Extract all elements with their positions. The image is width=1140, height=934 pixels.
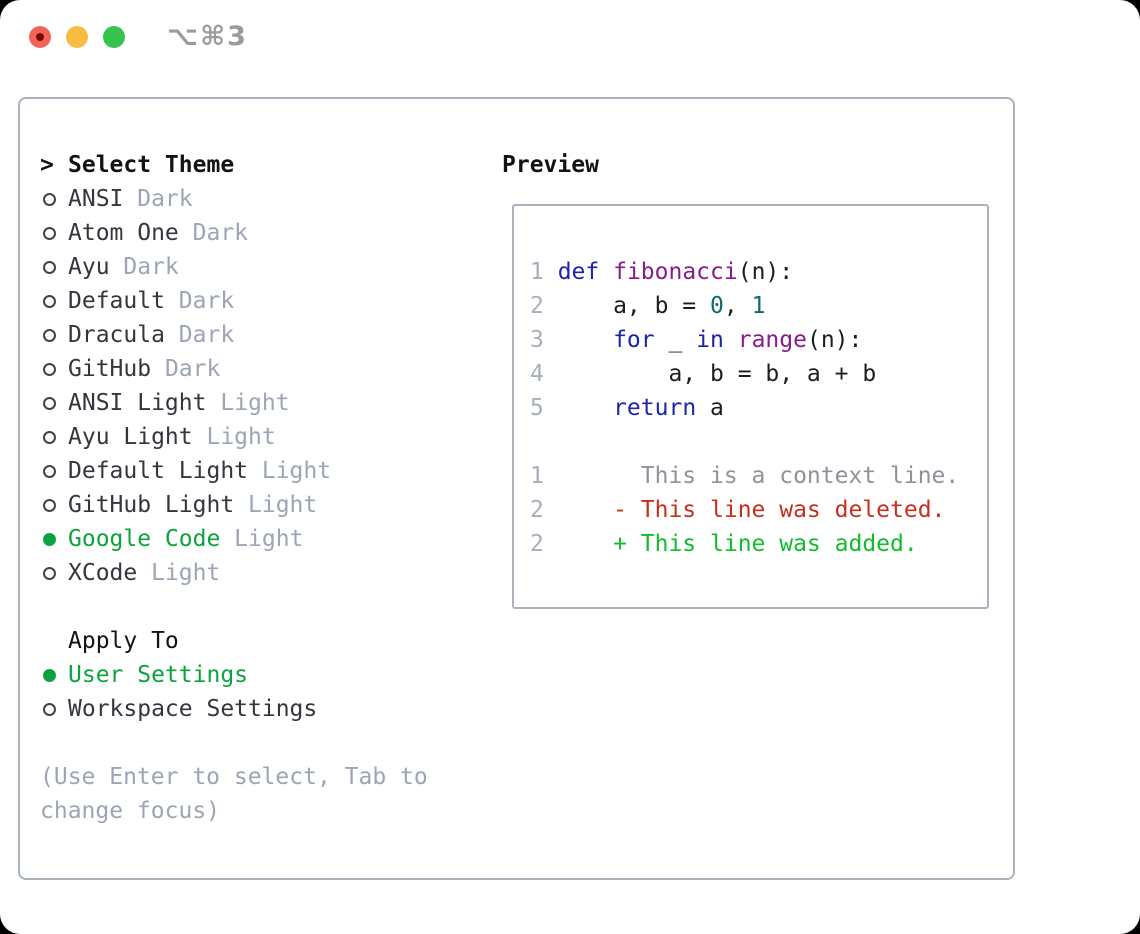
radio-icon bbox=[43, 430, 56, 444]
minimize-button[interactable] bbox=[66, 26, 88, 48]
theme-variant: Light bbox=[192, 424, 276, 450]
code-line: 5 return a bbox=[530, 391, 987, 425]
theme-name: Atom One bbox=[68, 220, 179, 246]
theme-variant: Light bbox=[234, 492, 318, 518]
radio-icon bbox=[43, 464, 56, 478]
theme-option-default-light[interactable]: Default Light Light bbox=[40, 454, 490, 488]
theme-name: Default bbox=[68, 288, 165, 314]
theme-option-default[interactable]: Default Dark bbox=[40, 284, 490, 318]
apply-option-user-settings[interactable]: User Settings bbox=[40, 658, 490, 692]
theme-option-ayu-light[interactable]: Ayu Light Light bbox=[40, 420, 490, 454]
apply-option-name: Workspace Settings bbox=[68, 696, 318, 722]
radio-selected-icon bbox=[43, 668, 56, 682]
line-number: 2 bbox=[530, 531, 544, 557]
theme-name: Ayu Light bbox=[68, 424, 193, 450]
code-line bbox=[530, 425, 987, 459]
theme-option-atom-one[interactable]: Atom One Dark bbox=[40, 216, 490, 250]
theme-variant: Dark bbox=[164, 322, 235, 348]
theme-variant: Dark bbox=[164, 288, 235, 314]
theme-option-google-code[interactable]: Google Code Light bbox=[40, 522, 490, 556]
theme-name: ANSI bbox=[68, 186, 124, 212]
line-number: 3 bbox=[530, 327, 544, 353]
line-number: 4 bbox=[530, 361, 544, 387]
code-line: 4 a, b = b, a + b bbox=[530, 357, 987, 391]
close-button[interactable] bbox=[29, 26, 51, 48]
radio-icon bbox=[43, 260, 56, 274]
line-number: 2 bbox=[530, 497, 544, 523]
radio-icon bbox=[43, 498, 56, 512]
line-number: 1 bbox=[530, 463, 544, 489]
hint-text: (Use Enter to select, Tab to change focu… bbox=[40, 764, 428, 824]
line-number: 2 bbox=[530, 293, 544, 319]
theme-name: Default Light bbox=[68, 458, 249, 484]
theme-variant: Light bbox=[220, 526, 304, 552]
apply-option-workspace-settings[interactable]: Workspace Settings bbox=[40, 692, 490, 726]
theme-name: XCode bbox=[68, 560, 138, 586]
code-line: 2 - This line was deleted. bbox=[530, 493, 987, 527]
preview-title: Preview bbox=[502, 152, 599, 178]
line-number: 5 bbox=[530, 395, 544, 421]
theme-name: Dracula bbox=[68, 322, 165, 348]
code-line: 3 for _ in range(n): bbox=[530, 323, 987, 357]
code-line: 2 + This line was added. bbox=[530, 527, 987, 561]
theme-variant: Dark bbox=[109, 254, 179, 280]
theme-variant: Dark bbox=[151, 356, 221, 382]
theme-variant: Light bbox=[248, 458, 332, 484]
radio-icon bbox=[43, 328, 56, 342]
prompt-icon: > bbox=[40, 152, 54, 178]
spacer bbox=[40, 590, 490, 624]
radio-icon bbox=[43, 396, 56, 410]
window-title: ⌥⌘3 bbox=[167, 21, 248, 52]
theme-option-ayu[interactable]: Ayu Dark bbox=[40, 250, 490, 284]
theme-option-github-light[interactable]: GitHub Light Light bbox=[40, 488, 490, 522]
select-theme-title: Select Theme bbox=[68, 152, 235, 178]
theme-name: GitHub bbox=[68, 356, 152, 382]
select-theme-header: > Select Theme bbox=[40, 148, 490, 182]
theme-option-xcode[interactable]: XCode Light bbox=[40, 556, 490, 590]
theme-option-github[interactable]: GitHub Dark bbox=[40, 352, 490, 386]
theme-variant: Light bbox=[137, 560, 221, 586]
radio-icon bbox=[43, 702, 56, 716]
theme-option-ansi-light[interactable]: ANSI Light Light bbox=[40, 386, 490, 420]
radio-selected-icon bbox=[43, 532, 56, 546]
apply-to-header: Apply To bbox=[40, 624, 490, 658]
radio-icon bbox=[43, 294, 56, 308]
radio-icon bbox=[43, 566, 56, 580]
theme-name: ANSI Light bbox=[68, 390, 207, 416]
apply-to-title: Apply To bbox=[68, 628, 179, 654]
maximize-button[interactable] bbox=[103, 26, 125, 48]
code-line: 2 a, b = 0, 1 bbox=[530, 289, 987, 323]
line-number: 1 bbox=[530, 259, 544, 285]
theme-variant: Light bbox=[206, 390, 290, 416]
theme-name: Ayu bbox=[68, 254, 110, 280]
theme-name: GitHub Light bbox=[68, 492, 235, 518]
theme-variant: Dark bbox=[178, 220, 249, 246]
theme-option-dracula[interactable]: Dracula Dark bbox=[40, 318, 490, 352]
radio-icon bbox=[43, 192, 56, 206]
radio-icon bbox=[43, 226, 56, 240]
close-dot-icon bbox=[36, 33, 44, 41]
apply-option-name: User Settings bbox=[68, 662, 249, 688]
theme-option-ansi[interactable]: ANSI Dark bbox=[40, 182, 490, 216]
titlebar: ⌥⌘3 bbox=[0, 0, 1140, 75]
code-line: 1 This is a context line. bbox=[530, 459, 987, 493]
radio-icon bbox=[43, 362, 56, 376]
spacer bbox=[40, 726, 490, 760]
theme-variant: Dark bbox=[123, 186, 193, 212]
theme-name: Google Code bbox=[68, 526, 221, 552]
